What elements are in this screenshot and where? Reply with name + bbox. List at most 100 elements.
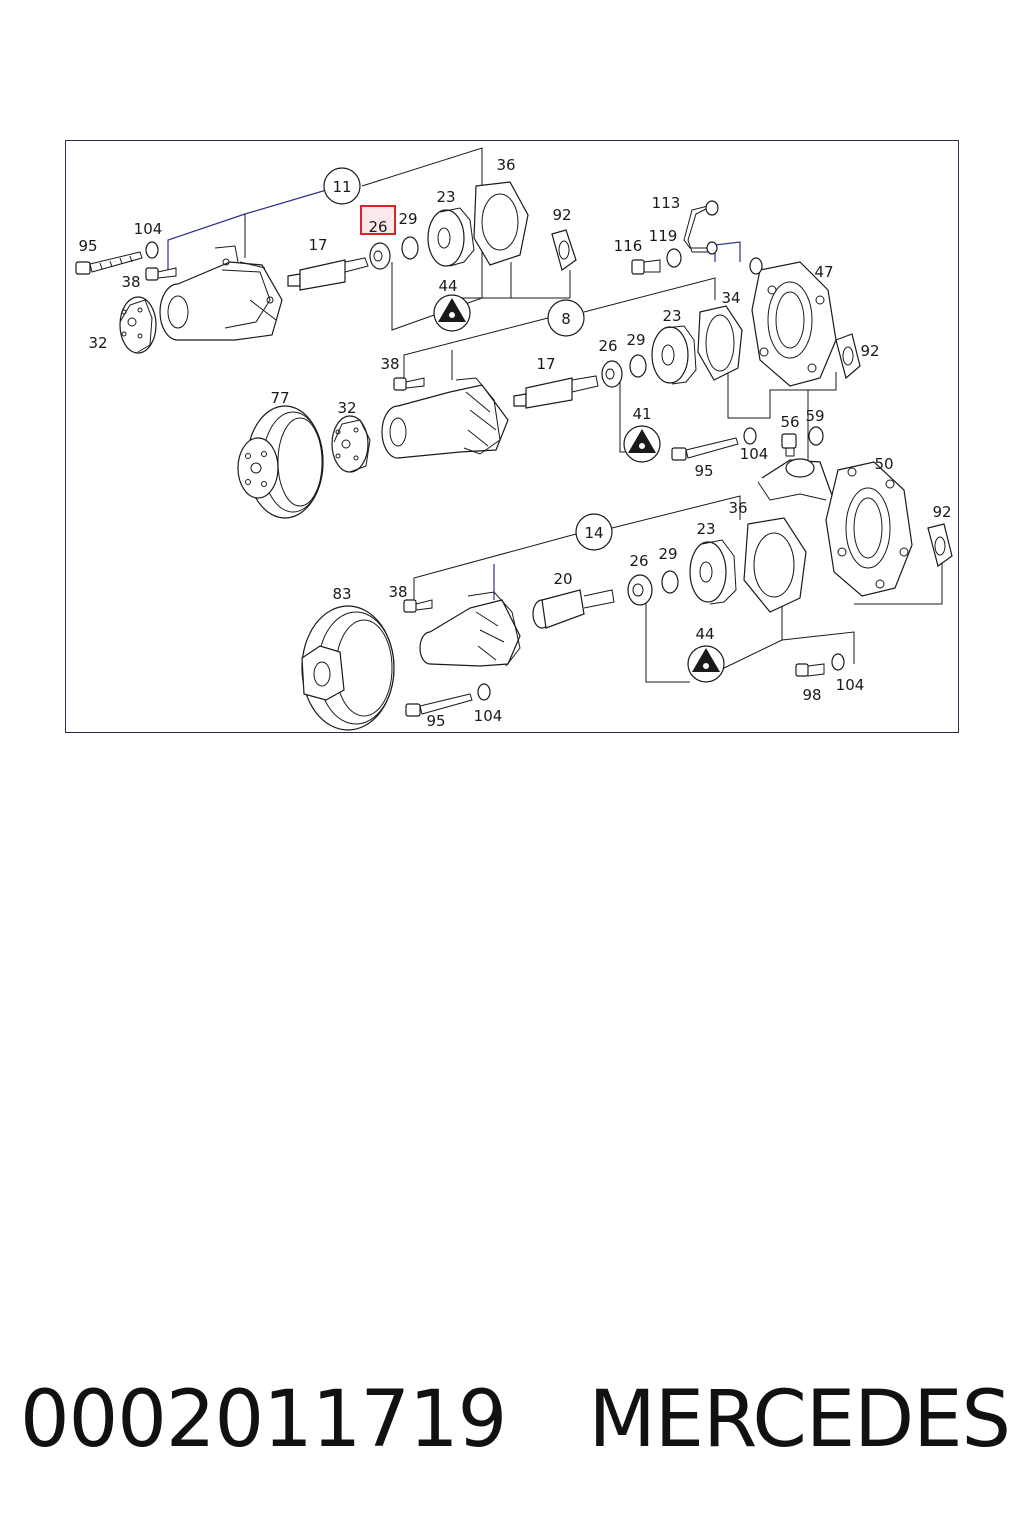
highlight-box (360, 205, 396, 235)
gasket-part (835, 333, 861, 380)
part-label: 23 (696, 520, 715, 538)
part-label: 23 (662, 307, 681, 325)
part-label: 32 (88, 334, 107, 352)
washer-part (145, 241, 159, 259)
part-label: 17 (308, 236, 327, 254)
part-label: 104 (474, 707, 503, 725)
impeller-part (651, 325, 697, 385)
o-ring-part (629, 354, 647, 378)
part-label: 59 (805, 407, 824, 425)
group-callout-circle (547, 299, 585, 337)
seal-part (601, 360, 623, 388)
tool-part (433, 294, 471, 332)
pipe-part (683, 200, 719, 255)
part-label: 104 (134, 220, 163, 238)
gasket-part (551, 229, 577, 271)
part-label: 92 (860, 342, 879, 360)
part-label: 47 (814, 263, 833, 281)
plug-part (781, 433, 797, 457)
o-ring-part (661, 570, 679, 594)
part-label: 29 (626, 331, 645, 349)
seal-part (369, 242, 391, 270)
group-callout-circle (323, 167, 361, 205)
washer-part (477, 683, 491, 701)
washer-part (743, 427, 757, 445)
tool-part (623, 425, 661, 463)
shaft-part (513, 375, 599, 409)
part-label: 36 (728, 499, 747, 517)
bolt-part (403, 599, 433, 613)
assembly-group-14 (301, 458, 953, 731)
part-label: 29 (398, 210, 417, 228)
part-label: 26 (629, 552, 648, 570)
housing-cover-part (749, 257, 837, 387)
part-labels: 95 104 38 32 17 26 29 23 36 92 44 113 11… (78, 156, 951, 730)
washer-part (831, 653, 845, 671)
pump-housing-part (419, 591, 521, 667)
pump-housing-part (381, 377, 509, 459)
bolt-part (75, 251, 143, 275)
hub-part (331, 415, 371, 473)
part-number: 0002011719 (20, 1375, 507, 1465)
part-label: 116 (614, 237, 643, 255)
part-label: 104 (740, 445, 769, 463)
part-label: 50 (874, 455, 893, 473)
impeller-part (427, 207, 475, 267)
assembly-group-8 (237, 200, 861, 519)
gasket-part (927, 523, 953, 567)
assembly-group-11 (75, 147, 577, 354)
gasket-part (473, 181, 529, 266)
pulley-part (301, 605, 395, 731)
part-label: 95 (426, 712, 445, 730)
part-label: 92 (552, 206, 571, 224)
part-label: 77 (270, 389, 289, 407)
part-label: 38 (121, 273, 140, 291)
brand-name: MERCEDES (588, 1375, 1011, 1465)
pump-cover-part (757, 458, 913, 597)
impeller-part (689, 539, 737, 605)
pulley-part (237, 405, 324, 519)
part-label: 29 (658, 545, 677, 563)
bolt-part (631, 259, 661, 275)
group-callout-14: 14 (584, 524, 603, 542)
exploded-parts-diagram (65, 140, 959, 733)
part-label: 56 (780, 413, 799, 431)
bolt-part (393, 377, 425, 391)
part-label: 83 (332, 585, 351, 603)
part-label: 38 (380, 355, 399, 373)
o-ring-part (401, 236, 419, 260)
caption: 0002011719 MERCEDES (20, 1370, 1011, 1470)
part-label: 92 (932, 503, 951, 521)
group-callout-11: 11 (332, 178, 351, 196)
part-label: 113 (652, 194, 681, 212)
group-callout-circle (575, 513, 613, 551)
tool-part (687, 645, 725, 683)
part-label: 95 (78, 237, 97, 255)
part-label: 36 (496, 156, 515, 174)
bolt-part (671, 437, 739, 461)
part-label: 95 (694, 462, 713, 480)
part-label: 38 (388, 583, 407, 601)
part-label: 44 (438, 277, 457, 295)
part-label: 44 (695, 625, 714, 643)
part-label: 32 (337, 399, 356, 417)
washer-part (808, 426, 824, 446)
part-label: 20 (553, 570, 572, 588)
gasket-part (743, 517, 807, 613)
part-label: 17 (536, 355, 555, 373)
bolt-part (145, 267, 177, 281)
part-label: 104 (836, 676, 865, 694)
shaft-part (532, 589, 615, 629)
shaft-part (287, 257, 369, 291)
part-label: 26 (598, 337, 617, 355)
bolt-part (405, 693, 473, 717)
part-label: 119 (649, 227, 678, 245)
group-callout-8: 8 (561, 310, 571, 328)
diagram-svg: 11 8 14 95 104 38 32 17 26 29 23 36 92 4… (75, 147, 953, 731)
part-label: 98 (802, 686, 821, 704)
part-label: 23 (436, 188, 455, 206)
seal-part (627, 574, 653, 606)
hub-part (119, 296, 157, 354)
highlighted-part-label: 26 (368, 218, 387, 236)
gasket-part (697, 305, 743, 381)
